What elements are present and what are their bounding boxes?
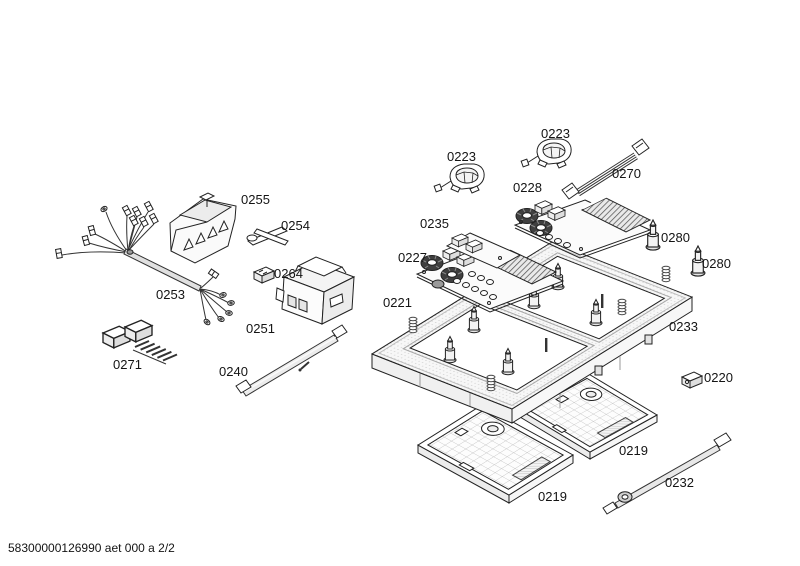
part-label-0240: 0240 [219, 364, 248, 379]
part-label-0219-right: 0219 [619, 443, 648, 458]
part-label-0228: 0228 [513, 180, 542, 195]
part-label-0232: 0232 [665, 475, 694, 490]
power-module-0251-drawing [275, 256, 356, 325]
document-code: 58300000126990 aet 000 a 2/2 [8, 541, 175, 555]
part-label-0251: 0251 [246, 321, 275, 336]
tray-bottom-0219-drawing [418, 405, 573, 504]
bracket-0255-drawing [169, 192, 237, 264]
rod-0232-drawing [602, 432, 732, 515]
sensor-left-0223-drawing [433, 163, 485, 194]
part-label-0280-top: 0280 [661, 230, 690, 245]
part-label-0220: 0220 [704, 370, 733, 385]
part-label-0219-bottom: 0219 [538, 489, 567, 504]
part-label-0264: 0264 [274, 266, 303, 281]
part-label-0227: 0227 [398, 250, 427, 265]
terminals-0271-drawing [102, 319, 178, 365]
connector-0264-drawing [253, 266, 275, 284]
part-label-0254: 0254 [281, 218, 310, 233]
part-label-0223-left: 0223 [447, 149, 476, 164]
part-label-0223-right: 0223 [541, 126, 570, 141]
ribbon-0240-drawing [235, 324, 348, 397]
wire-harness-0253-drawing [55, 200, 236, 327]
sensor-right-0223-drawing [520, 138, 572, 169]
standoff-0280-drawing [645, 219, 706, 277]
cable-0270-drawing [561, 138, 650, 200]
part-label-0255: 0255 [241, 192, 270, 207]
part-label-0270: 0270 [612, 166, 641, 181]
part-label-0221: 0221 [383, 295, 412, 310]
frame-0233-drawing [372, 242, 692, 424]
pcb-0228-drawing [513, 194, 652, 259]
pcb-0235-drawing [445, 232, 522, 269]
part-label-0233: 0233 [669, 319, 698, 334]
part-label-0280-right: 0280 [702, 256, 731, 271]
clip-0254-drawing [246, 226, 289, 246]
part-label-0271: 0271 [113, 357, 142, 372]
part-label-0253: 0253 [156, 287, 185, 302]
part-label-0235: 0235 [420, 216, 449, 231]
spacer-0220-drawing [681, 371, 703, 389]
